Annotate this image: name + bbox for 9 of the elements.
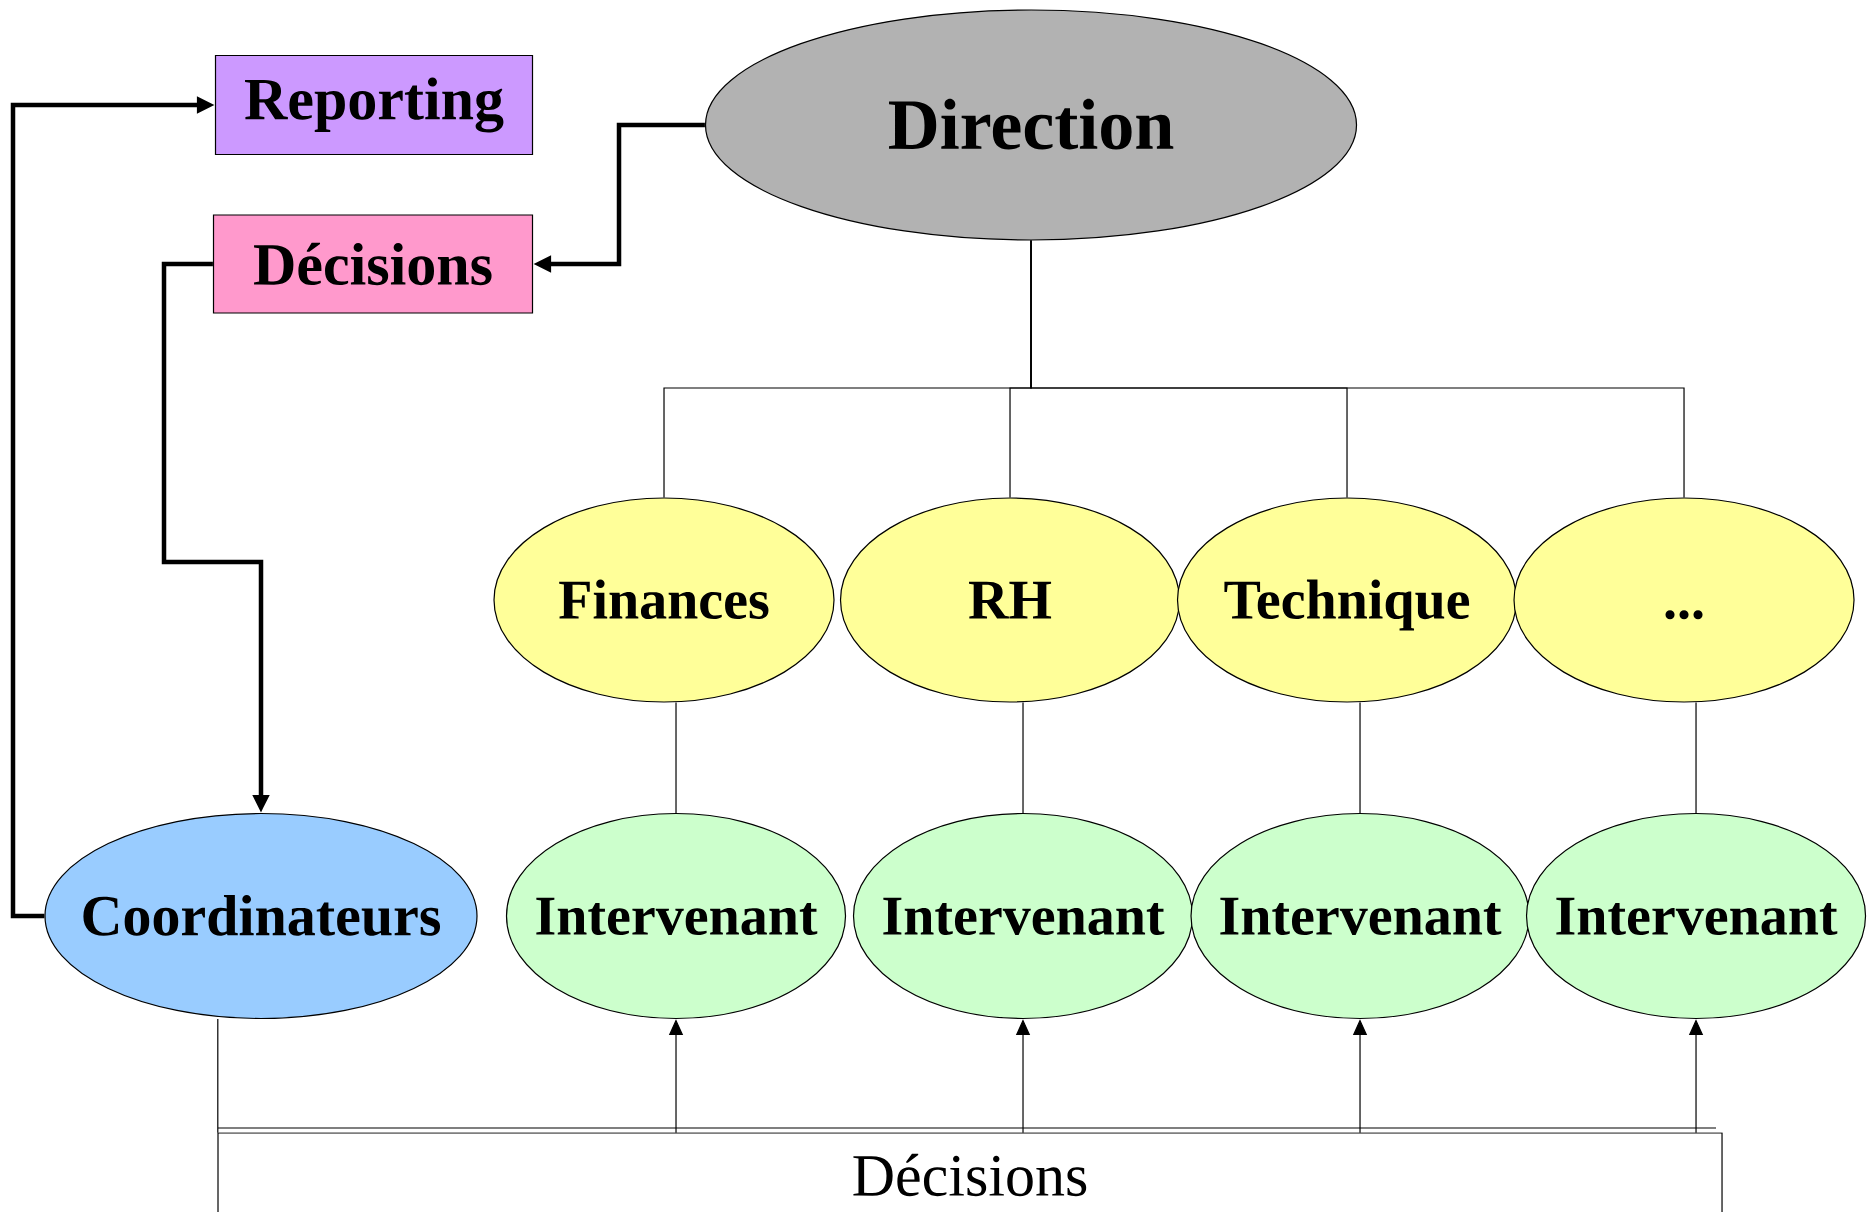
decision-band: Décisions (217, 1132, 1723, 1212)
connector-line (217, 1018, 219, 1134)
connector-line (1030, 240, 1685, 498)
connector-line (1359, 702, 1361, 814)
connector-line (675, 702, 677, 814)
connector-line (1022, 702, 1024, 814)
decision-box: Décisions (212, 214, 534, 314)
reporting-box: Reporting (214, 54, 534, 156)
connector-line (1695, 702, 1697, 814)
